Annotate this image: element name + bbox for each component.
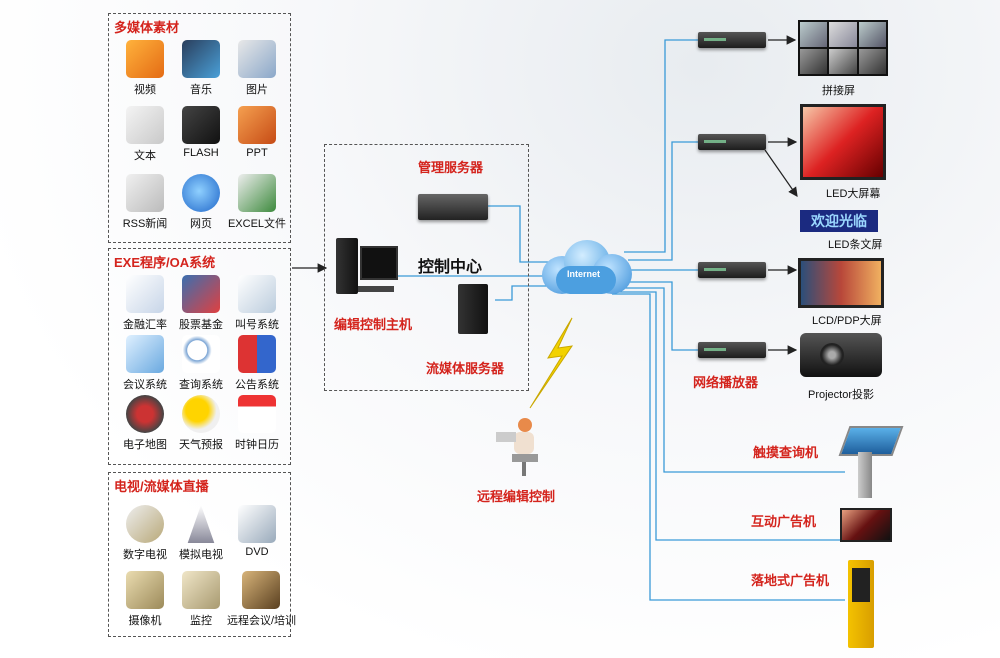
music-item: 音乐 — [171, 40, 231, 97]
queue-item: 叫号系统 — [227, 275, 287, 332]
video-icon — [126, 40, 164, 78]
digital-tv-item: 数字电视 — [115, 505, 175, 562]
edit-host-label: 编辑控制主机 — [334, 317, 413, 332]
rss-item: RSS新闻 — [115, 174, 175, 231]
map-icon — [126, 395, 164, 433]
dvd-icon — [238, 505, 276, 543]
webpage-icon — [182, 174, 220, 212]
led-big-label: LED大屏幕 — [826, 188, 881, 200]
multimedia-title: 多媒体素材 — [114, 20, 180, 35]
weather-item: 天气预报 — [171, 395, 231, 452]
wireless-bolt — [529, 317, 574, 409]
interactive-ad-screen — [840, 508, 892, 542]
remote-editor-figure — [496, 418, 540, 478]
splice-screen — [798, 20, 888, 76]
query-item: 查询系统 — [171, 335, 231, 392]
exe-title: EXE程序/OA系统 — [114, 255, 216, 270]
conference-item: 远程会议/培训 — [227, 571, 296, 628]
interactive-ad-label: 互动广告机 — [751, 514, 817, 529]
picture-icon — [238, 40, 276, 78]
ppt-item: PPT — [227, 106, 287, 159]
query-icon — [182, 335, 220, 373]
text-icon — [126, 106, 164, 144]
edit-host-computer — [336, 238, 398, 296]
streaming-server — [458, 284, 488, 334]
touch-kiosk — [838, 426, 904, 500]
projector — [800, 333, 882, 377]
touch-kiosk-label: 触摸查询机 — [753, 445, 819, 460]
camcorder-icon — [126, 571, 164, 609]
notice-icon — [238, 335, 276, 373]
meeting-icon — [126, 335, 164, 373]
led-text-label: LED条文屏 — [828, 239, 883, 251]
excel-icon — [238, 174, 276, 212]
picture-item: 图片 — [227, 40, 287, 97]
control-center-panel — [324, 144, 529, 391]
network-player-1 — [698, 32, 766, 48]
satellite-icon — [126, 505, 164, 543]
network-player-label: 网络播放器 — [693, 375, 759, 390]
tower-icon — [187, 505, 215, 543]
text-item: 文本 — [115, 106, 175, 163]
finance-item: 金融汇率 — [115, 275, 175, 332]
mgmt-server-label: 管理服务器 — [418, 160, 484, 175]
ppt-icon — [238, 106, 276, 144]
internet-label: Internet — [567, 269, 601, 279]
flash-icon — [182, 106, 220, 144]
floor-ad-kiosk — [848, 560, 874, 648]
finance-icon — [126, 275, 164, 313]
stock-icon — [182, 275, 220, 313]
music-icon — [182, 40, 220, 78]
control-center-label: 控制中心 — [418, 259, 483, 276]
tv-panel: 电视/流媒体直播 数字电视 模拟电视 DVD 摄像机 监控 远程会议/培训 — [108, 472, 296, 637]
conference-icon — [242, 571, 280, 609]
excel-item: EXCEL文件 — [227, 174, 287, 231]
network-player-2 — [698, 134, 766, 150]
mgmt-server — [418, 194, 488, 220]
splice-label: 拼接屏 — [822, 85, 855, 97]
projector-label: Projector投影 — [808, 389, 875, 401]
remote-editing-label: 远程编辑控制 — [477, 489, 556, 504]
led-big-screen — [800, 104, 886, 180]
mgmt-line — [487, 205, 550, 263]
weather-icon — [182, 395, 220, 433]
streaming-server-label: 流媒体服务器 — [426, 361, 505, 376]
video-item: 视频 — [115, 40, 175, 97]
tv-title: 电视/流媒体直播 — [114, 479, 209, 494]
calendar-item: 时钟日历 — [227, 395, 287, 452]
network-player-4 — [698, 342, 766, 358]
exe-panel: EXE程序/OA系统 金融汇率 股票基金 叫号系统 会议系统 查询系统 公告系统… — [108, 248, 291, 465]
stream-line — [495, 285, 550, 301]
internet-cloud — [538, 236, 634, 298]
calendar-icon — [238, 395, 276, 433]
stock-item: 股票基金 — [171, 275, 231, 332]
queue-icon — [238, 275, 276, 313]
dvd-item: DVD — [227, 505, 287, 558]
map-item: 电子地图 — [115, 395, 175, 452]
analog-tv-item: 模拟电视 — [171, 505, 231, 562]
cctv-item: 监控 — [171, 571, 231, 628]
cctv-icon — [182, 571, 220, 609]
led-text-screen: 欢迎光临 — [800, 210, 878, 232]
network-player-3 — [698, 262, 766, 278]
lcd-pdp-screen — [798, 258, 884, 308]
notice-item: 公告系统 — [227, 335, 287, 392]
webpage-item: 网页 — [171, 174, 231, 231]
camcorder-item: 摄像机 — [115, 571, 175, 628]
meeting-item: 会议系统 — [115, 335, 175, 392]
lcd-pdp-label: LCD/PDP大屏 — [812, 315, 882, 327]
multimedia-panel: 多媒体素材 视频 音乐 图片 文本 FLASH PPT RSS新闻 网页 EXC… — [108, 13, 291, 243]
floor-ad-label: 落地式广告机 — [751, 573, 830, 588]
rss-icon — [126, 174, 164, 212]
flash-item: FLASH — [171, 106, 231, 159]
